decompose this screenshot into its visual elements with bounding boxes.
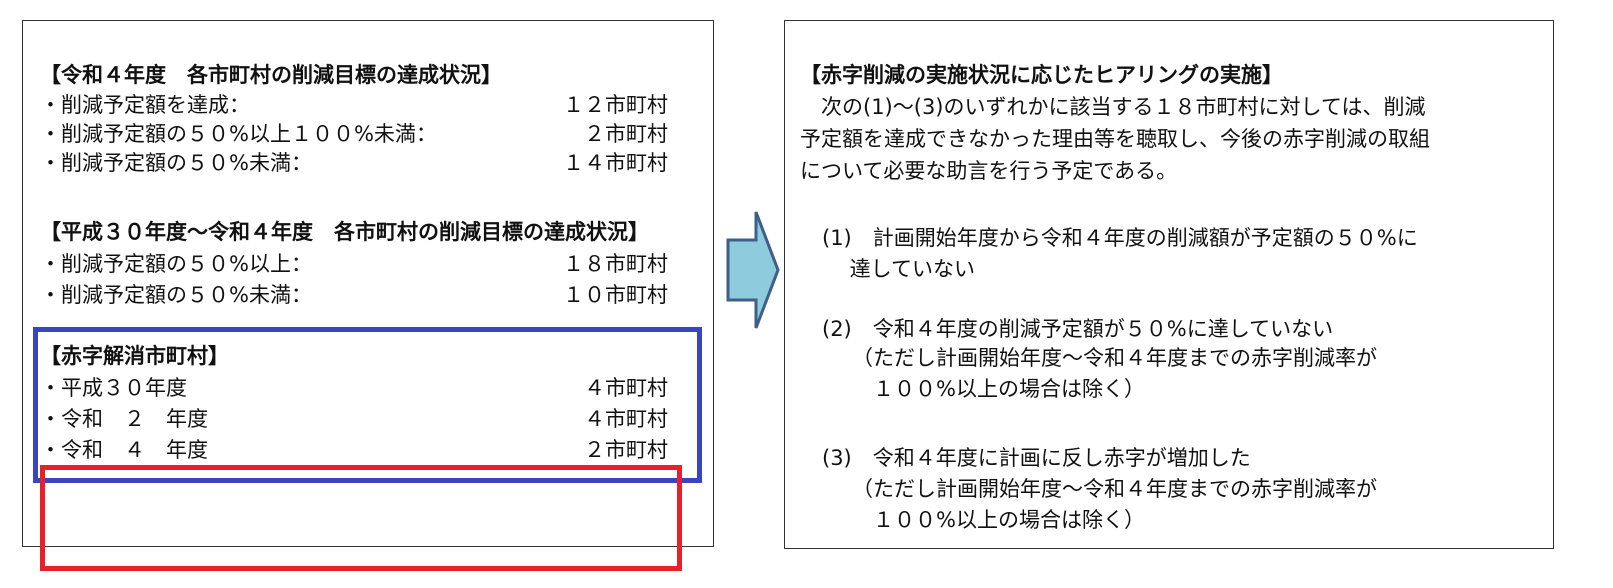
condition-item-3: (3) 令和４年度に計画に反し赤字が増加した (822, 446, 1251, 470)
row-value: ２市町村 (584, 438, 668, 462)
row-value: ４市町村 (584, 407, 668, 431)
row-value: ２市町村 (584, 122, 668, 146)
row-label: ・令和 ４ 年度 (40, 438, 208, 462)
intro-line: 次の(1)～(3)のいずれかに該当する１８市町村に対しては、削減 (800, 95, 1426, 119)
row-label: ・削減予定額を達成： (40, 93, 250, 117)
row-value: １０市町村 (563, 283, 668, 307)
row-label: ・平成３０年度 (40, 376, 187, 400)
section1-heading: 【令和４年度 各市町村の削減目標の達成状況】 (40, 63, 502, 87)
condition-item-2-cont: （ただし計画開始年度～令和４年度までの赤字削減率が (852, 346, 1377, 370)
row-label: ・削減予定額の５０%以上： (40, 252, 312, 276)
intro-line: 予定額を達成できなかった理由等を聴取し、今後の赤字削減の取組 (800, 127, 1430, 151)
row-label: ・令和 ２ 年度 (40, 407, 208, 431)
right-heading: 【赤字削減の実施状況に応じたヒアリングの実施】 (800, 63, 1283, 87)
red-highlight-frame (40, 465, 682, 571)
left-panel (22, 20, 714, 547)
condition-item-3-cont: （ただし計画開始年度～令和４年度までの赤字削減率が (852, 477, 1377, 501)
row-value: １４市町村 (563, 151, 668, 175)
section3-heading: 【赤字解消市町村】 (40, 344, 229, 368)
condition-item-1-cont: 達していない (822, 257, 976, 281)
row-value: １８市町村 (563, 252, 668, 276)
intro-line: について必要な助言を行う予定である。 (800, 159, 1178, 183)
row-label: ・削減予定額の５０%以上１００%未満： (40, 122, 437, 146)
condition-item-1: (1) 計画開始年度から令和４年度の削減額が予定額の５０%に (822, 226, 1418, 250)
row-value: ４市町村 (584, 376, 668, 400)
right-arrow-icon (726, 211, 780, 329)
condition-item-2: (2) 令和４年度の削減予定額が５０%に達していない (822, 317, 1334, 341)
right-panel (784, 20, 1554, 549)
condition-item-2-cont: １００%以上の場合は除く） (852, 377, 1145, 401)
condition-item-3-cont: １００%以上の場合は除く） (852, 508, 1145, 532)
row-value: １２市町村 (563, 93, 668, 117)
section2-heading: 【平成３０年度～令和４年度 各市町村の削減目標の達成状況】 (40, 220, 649, 244)
row-label: ・削減予定額の５０%未満： (40, 151, 312, 175)
blue-highlight-frame (33, 327, 702, 483)
row-label: ・削減予定額の５０%未満： (40, 283, 312, 307)
